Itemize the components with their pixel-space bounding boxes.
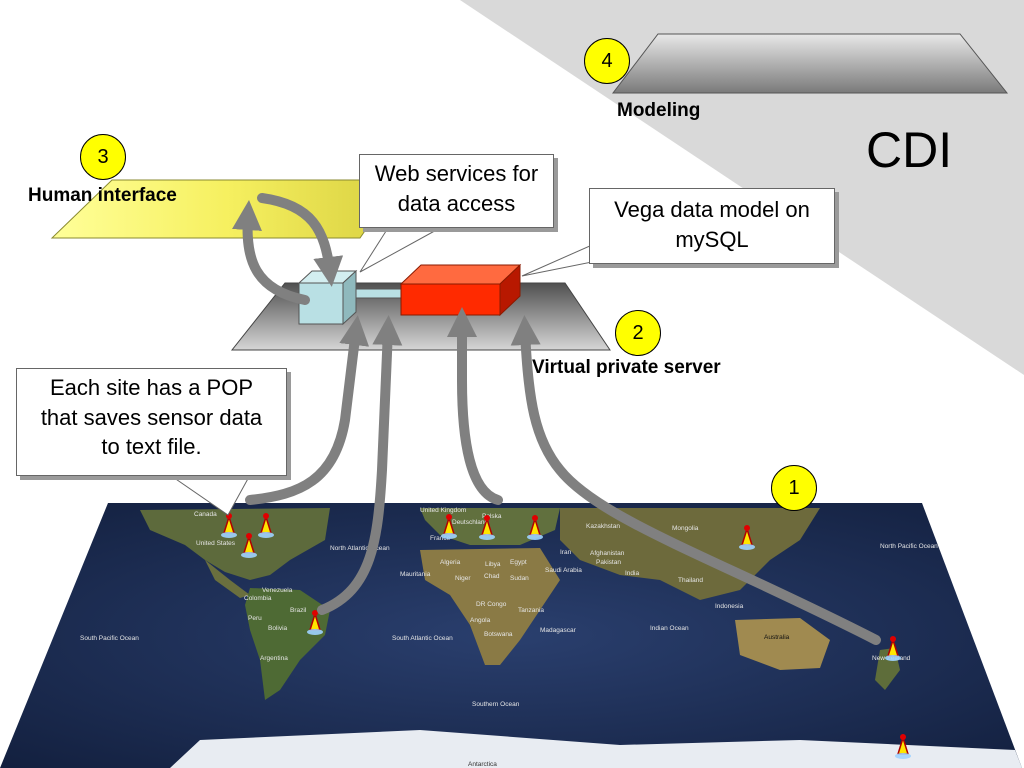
continent-australia [735, 618, 830, 670]
step-badge-4: 4 [584, 38, 630, 84]
web-server-connector [351, 288, 405, 299]
map-label: Chad [484, 573, 500, 580]
site-marker-icon [895, 734, 911, 759]
continent-south-america [245, 588, 330, 700]
map-label: Indonesia [715, 603, 744, 610]
site-marker-icon [479, 515, 495, 540]
map-label: Australia [764, 634, 790, 641]
step-badge-2: 2 [615, 310, 661, 356]
map-label: Egypt [510, 559, 527, 566]
web-services-callout: Web services for data access [359, 154, 554, 228]
map-label: Brazil [290, 607, 307, 614]
map-label: Niger [455, 575, 471, 582]
map-label: Venezuela [262, 587, 293, 594]
virtual-private-server-label: Virtual private server [532, 357, 721, 378]
arrow-south-america-to-web [317, 315, 403, 615]
map-label: Botswana [484, 631, 513, 638]
map-label: Iran [560, 549, 572, 556]
map-label: Thailand [678, 577, 703, 584]
map-label: Southern Ocean [472, 701, 520, 708]
modeling-label: Modeling [617, 100, 701, 121]
map-label: South Pacific Ocean [80, 635, 139, 642]
map-label: Colombia [244, 595, 272, 602]
arrow-new-zealand-to-server [510, 315, 881, 645]
map-label: Madagascar [540, 627, 577, 634]
map-label: South Atlantic Ocean [392, 635, 453, 642]
map-label: Mongolia [672, 525, 699, 532]
map-label: India [625, 570, 639, 577]
site-marker-icon [241, 533, 257, 558]
modeling-plane [611, 33, 1009, 94]
continent-central-america [205, 560, 250, 598]
map-label: Sudan [510, 575, 529, 582]
continent-africa [420, 548, 560, 665]
map-label: United States [196, 540, 236, 547]
web-services-callout-pointer [359, 227, 441, 273]
map-label: Saudi Arabia [545, 567, 582, 574]
map-label: Libya [485, 561, 501, 568]
map-label: Bolivia [268, 625, 288, 632]
vega-data-model-callout: Vega data model on mySQL [589, 188, 835, 264]
map-labels: Canada United States North Atlantic Ocea… [80, 507, 938, 768]
site-marker-icon [441, 514, 457, 539]
site-marker-icon [885, 636, 901, 661]
map-label: North Pacific Ocean [880, 543, 938, 550]
map-label: Antarctica [468, 761, 497, 768]
step-badge-1: 1 [771, 465, 817, 511]
arrow-human-to-web [257, 193, 344, 287]
arrow-north-america-to-web [245, 315, 370, 505]
map-label: North Atlantic Ocean [330, 545, 390, 552]
map-label: Tanzania [518, 607, 544, 614]
site-marker-icon [739, 525, 755, 550]
site-marker-icon [527, 515, 543, 540]
database-box [399, 263, 522, 317]
map-label: Polska [482, 513, 502, 520]
arrow-europe-to-server [447, 307, 503, 505]
site-marker-icon [307, 610, 323, 635]
map-label: Indian Ocean [650, 625, 689, 632]
human-interface-label: Human interface [28, 185, 177, 206]
map-label: Algeria [440, 559, 461, 566]
map-label: Afghanistan [590, 550, 625, 557]
vega-callout-pointer [521, 244, 593, 277]
map-label: DR Congo [476, 601, 507, 608]
map-label: Deutschland [452, 519, 489, 526]
site-marker-icon [258, 513, 274, 538]
continent-antarctica [170, 730, 1022, 768]
map-label: Angola [470, 617, 491, 624]
site-markers [221, 513, 911, 759]
step-badge-3: 3 [80, 134, 126, 180]
map-label: Kazakhstan [586, 523, 620, 530]
map-label: Canada [194, 511, 217, 518]
map-label: Pakistan [596, 559, 621, 566]
map-label: Mauritania [400, 571, 431, 578]
map-label: France [430, 535, 451, 542]
arrow-web-to-human [232, 200, 310, 305]
background-triangle [460, 0, 1024, 375]
data-flow-arrows [232, 193, 881, 645]
map-label: Peru [248, 615, 262, 622]
pop-callout: Each site has a POP that saves sensor da… [16, 368, 287, 476]
page-title: CDI [866, 122, 953, 178]
continent-north-america [140, 508, 330, 580]
map-label: United Kingdom [420, 507, 466, 514]
map-label: Argentina [260, 655, 288, 662]
